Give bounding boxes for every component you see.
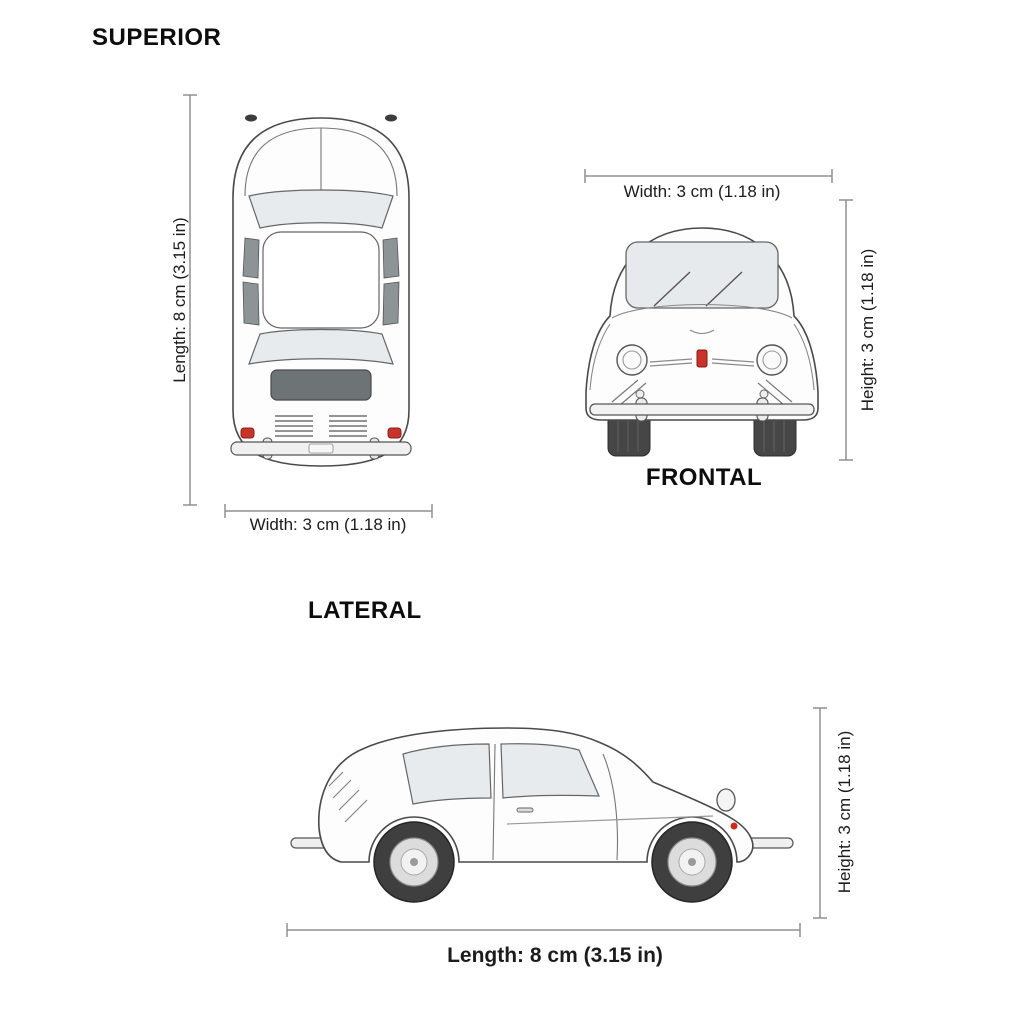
side-view-front-wheel (651, 821, 733, 903)
side-view-rear-wheel (373, 821, 455, 903)
top-view-roof (262, 231, 380, 329)
superior-width-dimension-label: Width: 3 cm (1.18 in) (249, 515, 407, 534)
top-view-vents (275, 415, 367, 437)
superior-length-dimension-label: Length: 8 cm (3.15 in) (170, 217, 189, 383)
front-view-panel-lines (589, 303, 815, 391)
top-view-engine-lid (270, 369, 372, 401)
front-view-indicators (635, 389, 769, 399)
frontal-width-dimension-label: Width: 3 cm (1.18 in) (623, 182, 781, 201)
side-view-engine-vents (328, 771, 368, 823)
frontal-height-dimension-label: Height: 3 cm (1.18 in) (858, 248, 877, 412)
top-view-side-windows (242, 237, 400, 326)
lateral-view-title: LATERAL (308, 597, 422, 624)
lateral-view-drawing (290, 727, 794, 903)
front-view-wipers (653, 271, 743, 307)
side-view-door (492, 743, 619, 861)
top-view-mirrors (245, 114, 397, 122)
frontal-view-drawing (585, 227, 819, 457)
top-view-rear-window (248, 328, 394, 365)
lateral-length-dimension-label: Length: 8 cm (3.15 in) (447, 944, 663, 967)
top-view-hood-lines (244, 127, 398, 197)
side-view-headlight (716, 788, 738, 830)
top-view-windshield (248, 189, 394, 229)
side-view-trim-line (506, 815, 714, 825)
side-view-windows (402, 743, 600, 805)
front-view-headlights (616, 344, 788, 376)
superior-view-drawing (230, 114, 412, 467)
front-view-badge-and-trim (649, 349, 755, 368)
front-view-windshield (625, 241, 779, 309)
frontal-view-title: FRONTAL (645, 464, 763, 491)
top-view-tail-lights (240, 427, 402, 439)
top-view-rear-bumper (230, 437, 412, 460)
lateral-height-dimension-label: Height: 3 cm (1.18 in) (835, 730, 854, 894)
front-view-bumper (589, 379, 815, 422)
superior-view-title: SUPERIOR (92, 24, 222, 51)
